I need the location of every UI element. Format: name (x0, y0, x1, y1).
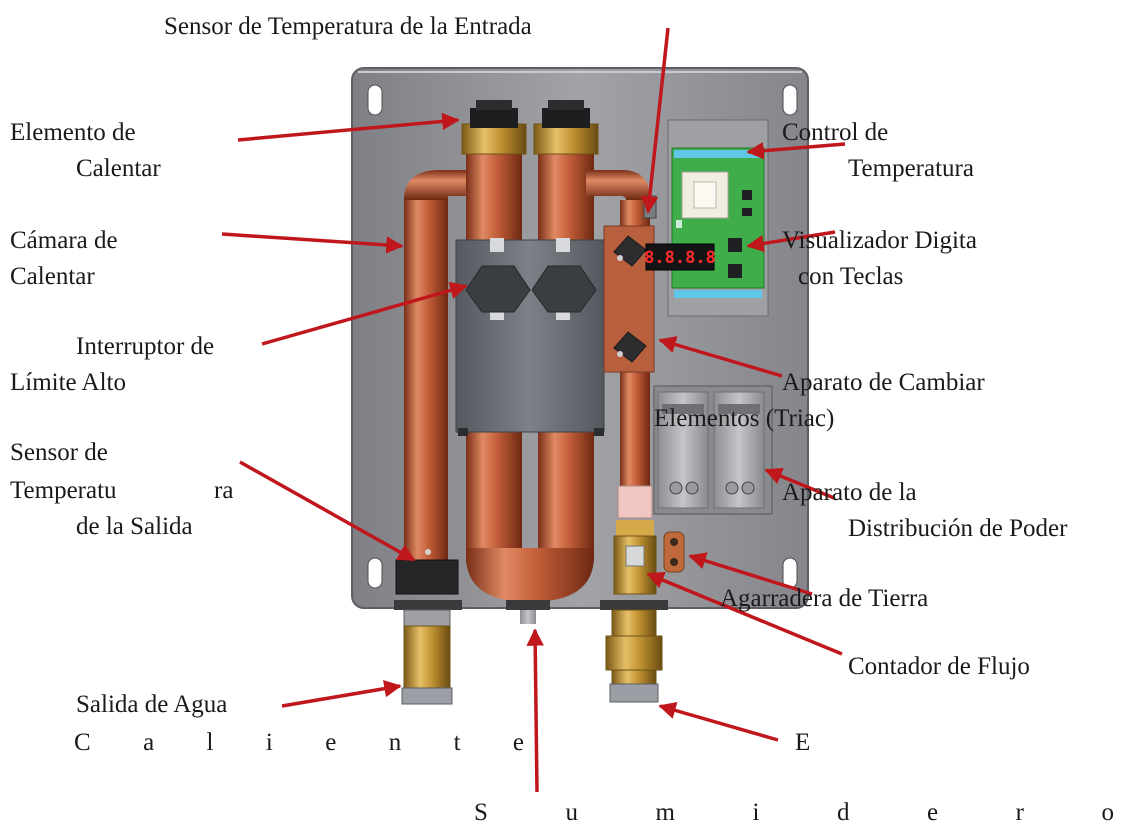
label-control-line1: Control de (782, 116, 888, 150)
label-sensor-salida-line2a: Temperatu (10, 474, 117, 508)
label-control-line2: Temperatura (848, 152, 974, 186)
label-sensor-salida-line1: Sensor de (10, 436, 108, 470)
caliente-letter: t (454, 726, 461, 760)
caliente-letter: e (513, 726, 524, 760)
label-distribucion-line1: Aparato de la (782, 476, 917, 510)
arrow-entrada (660, 706, 778, 740)
label-sumidero: S u m i d e r o (474, 796, 1114, 830)
arrow-sumidero (535, 630, 537, 792)
label-camara-line2: Calentar (10, 260, 95, 294)
sumidero-letter: d (837, 796, 850, 830)
sumidero-letter: o (1101, 796, 1114, 830)
caliente-letter: a (143, 726, 154, 760)
u-bend-pipe (466, 548, 594, 624)
label-flujo: Contador de Flujo (848, 650, 1030, 684)
sumidero-letter: u (565, 796, 578, 830)
label-elemento-line1: Elemento de (10, 116, 136, 150)
label-distribucion-line2: Distribución de Poder (848, 512, 1067, 546)
caliente-letter: e (325, 726, 336, 760)
caliente-letter: i (266, 726, 273, 760)
label-tierra: Agarradera de Tierra (720, 582, 928, 616)
label-interruptor-line2: Límite Alto (10, 366, 126, 400)
caliente-letter: n (389, 726, 402, 760)
label-triac-line1: Aparato de Cambiar (782, 366, 985, 400)
label-sensor-salida-line2b: ra (214, 474, 233, 508)
sumidero-letter: i (752, 796, 759, 830)
label-triac-line2: Elementos (Triac) (654, 402, 834, 436)
label-camara-line1: Cámara de (10, 224, 118, 258)
label-sensor-salida-line3: de la Salida (76, 510, 193, 544)
temperature-control-board (668, 120, 768, 316)
sumidero-letter: r (1016, 796, 1024, 830)
keypad-button-icon (728, 264, 742, 278)
hot-water-outlet-fitting (394, 600, 462, 704)
ground-lug-icon (664, 532, 684, 572)
label-visualizador-line1: Visualizador Digita (782, 224, 977, 258)
label-salida-agua: Salida de Agua (76, 688, 227, 722)
label-sensor-entrada: Sensor de Temperatura de la Entrada (164, 10, 532, 44)
inlet-fitting (600, 600, 668, 702)
keypad-button-icon (728, 238, 742, 252)
sumidero-letter: m (655, 796, 674, 830)
sumidero-letter: e (927, 796, 938, 830)
sumidero-letter: S (474, 796, 488, 830)
caliente-letter: l (207, 726, 214, 760)
label-elemento-line2: Calentar (76, 152, 161, 186)
display-digits: 8.8.8.8 (644, 248, 716, 268)
arrow-salida-agua (282, 686, 400, 706)
caliente-letter: C (74, 726, 91, 760)
label-visualizador-line2: con Teclas (798, 260, 903, 294)
label-entrada: E (795, 726, 810, 760)
high-limit-switch-box (456, 238, 604, 436)
label-caliente: C a l i e n t e (74, 726, 524, 760)
flow-meter (614, 486, 656, 594)
label-interruptor-line1: Interruptor de (76, 330, 214, 364)
